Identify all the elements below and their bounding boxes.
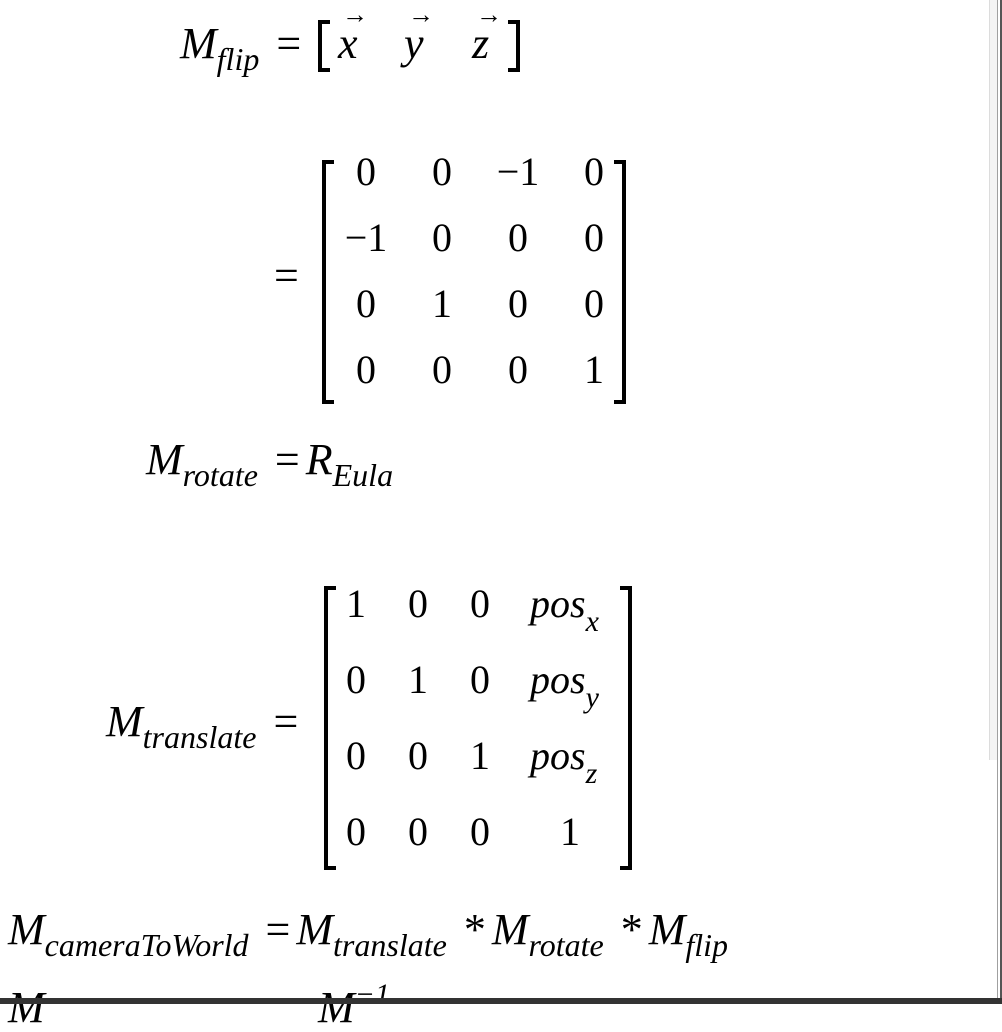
- multiply-sign: *: [463, 905, 486, 954]
- subscript-rotate: rotate: [182, 457, 258, 493]
- symbol-m: M: [296, 905, 334, 954]
- vector-x-label: x: [338, 19, 358, 68]
- subscript-camera-to-world: cameraToWorld: [44, 927, 249, 963]
- matrix-cell: 0: [584, 149, 604, 194]
- multiply-sign: *: [620, 905, 643, 954]
- matrix-2-left-bracket: [324, 586, 336, 870]
- matrix-cell: 0: [432, 149, 452, 194]
- symbol-m: M: [491, 905, 529, 954]
- matrix-cell: 0: [356, 281, 376, 326]
- matrix-cell-pos-y: posy: [530, 657, 599, 713]
- vector-arrow-icon: →: [342, 0, 368, 29]
- matrix-2-right-bracket: [620, 586, 632, 870]
- equals-sign-matrix-1: =: [274, 251, 299, 300]
- equals-sign: =: [276, 19, 302, 68]
- matrix-cell: 0: [432, 215, 452, 260]
- subscript-translate: translate: [333, 927, 447, 963]
- matrix-cell: 0: [346, 657, 366, 702]
- symbol-r: R: [305, 435, 333, 484]
- matrix-cell: 0: [346, 733, 366, 778]
- matrix-cell: 1: [432, 281, 452, 326]
- symbol-m: M: [318, 983, 355, 1032]
- matrix-cell: 0: [408, 809, 428, 854]
- window-border: [997, 0, 998, 1004]
- matrix-cell: 0: [508, 215, 528, 260]
- matrix-cell-pos-x: posx: [530, 581, 599, 637]
- matrix-cell: 1: [470, 733, 490, 778]
- matrix-cell: 0: [356, 347, 376, 392]
- pos-label: pos: [530, 657, 586, 702]
- window-border-outer: [1000, 0, 1002, 1004]
- vector-z: →z: [472, 2, 502, 68]
- superscript-inverse: −1: [354, 978, 390, 1011]
- matrix-cell: 1: [408, 657, 428, 702]
- symbol-m: M: [648, 905, 686, 954]
- matrix-1-right-bracket: [614, 160, 626, 404]
- subscript-eula: Eula: [332, 457, 394, 493]
- matrix-cell: 0: [408, 581, 428, 626]
- matrix-cell: 0: [346, 809, 366, 854]
- equals-sign: =: [274, 435, 300, 484]
- equation-m-translate-label: Mtranslate =: [106, 697, 304, 754]
- matrix-cell: 0: [470, 657, 490, 702]
- matrix-cell: 0: [584, 215, 604, 260]
- matrix-cell: 1: [560, 809, 580, 854]
- symbol-m: M: [146, 435, 183, 484]
- scrollbar-track[interactable]: [989, 0, 998, 760]
- subscript-flip: flip: [216, 41, 260, 77]
- window-bottom-border: [0, 998, 1002, 1004]
- equation-m-flip: Mflip =: [180, 19, 307, 76]
- subscript-flip: flip: [685, 927, 729, 963]
- symbol-m: M: [180, 19, 217, 68]
- vector-y: →y: [404, 2, 434, 68]
- matrix-cell: 0: [432, 347, 452, 392]
- matrix-cell: 0: [470, 809, 490, 854]
- vector-x: →x: [338, 2, 368, 68]
- pos-label: pos: [530, 733, 586, 778]
- equation-m-camera-to-world: McameraToWorld =Mtranslate *Mrotate *Mfl…: [8, 905, 728, 962]
- vector-z-label: z: [472, 19, 490, 68]
- symbol-m: M: [8, 905, 45, 954]
- equals-sign: =: [265, 905, 291, 954]
- matrix-cell: 0: [584, 281, 604, 326]
- matrix-cell: 0: [470, 581, 490, 626]
- matrix-cell: −1: [344, 215, 388, 260]
- symbol-m: M: [106, 697, 143, 746]
- pos-subscript: x: [585, 605, 599, 638]
- equation-m-rotate: Mrotate =REula: [146, 435, 393, 492]
- matrix-cell: 0: [508, 281, 528, 326]
- left-bracket: [318, 20, 330, 72]
- equation-partial-m-inverse: M−1: [318, 980, 390, 1032]
- vector-arrow-icon: →: [476, 0, 502, 29]
- matrix-cell: 0: [408, 733, 428, 778]
- equation-partial-m: M: [8, 983, 45, 1032]
- matrix-cell-pos-z: posz: [530, 733, 597, 789]
- vector-y-label: y: [404, 19, 424, 68]
- matrix-cell: 1: [584, 347, 604, 392]
- subscript-rotate: rotate: [528, 927, 604, 963]
- matrix-cell: 0: [508, 347, 528, 392]
- right-bracket: [508, 20, 520, 72]
- equals-sign: =: [273, 697, 299, 746]
- matrix-cell: 1: [346, 581, 366, 626]
- matrix-cell: −1: [496, 149, 540, 194]
- pos-subscript: y: [585, 681, 599, 714]
- vector-arrow-icon: →: [408, 0, 434, 29]
- pos-subscript: z: [585, 757, 598, 790]
- matrix-1-left-bracket: [322, 160, 334, 404]
- pos-label: pos: [530, 581, 586, 626]
- matrix-cell: 0: [356, 149, 376, 194]
- subscript-translate: translate: [142, 719, 257, 755]
